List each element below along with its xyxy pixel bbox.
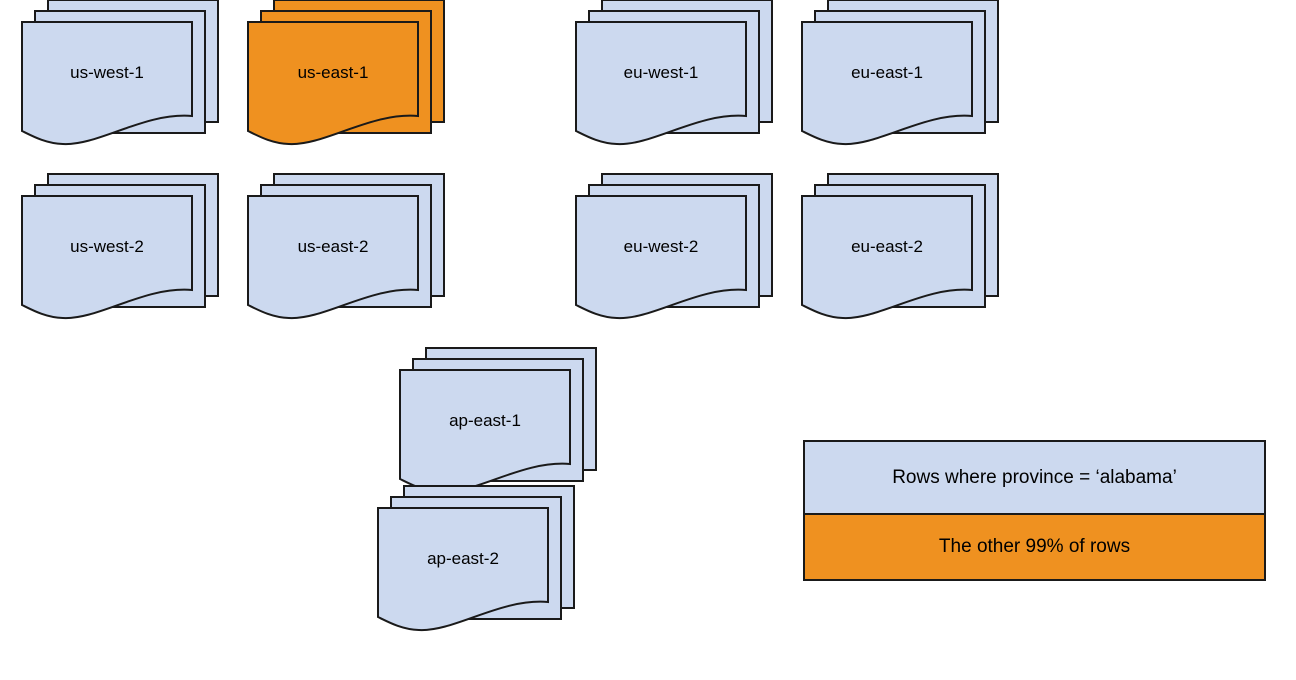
document-sheet-front <box>801 195 973 320</box>
stack-graphic-eu-west-2 <box>575 173 773 320</box>
stack-graphic-eu-east-2 <box>801 173 999 320</box>
document-sheet-front <box>21 195 193 320</box>
stack-graphic-eu-west-1 <box>575 0 773 146</box>
document-sheet-front <box>21 21 193 146</box>
document-sheet-front <box>801 21 973 146</box>
stack-graphic-us-west-1 <box>21 0 219 146</box>
stack-graphic-us-east-2 <box>247 173 445 320</box>
data-stack-ap-east-1[interactable]: ap-east-1 <box>398 346 600 498</box>
data-stack-eu-west-1[interactable]: eu-west-1 <box>574 0 776 150</box>
document-sheet-front <box>247 21 419 146</box>
document-sheet-front <box>247 195 419 320</box>
stack-graphic-ap-east-2 <box>377 485 575 632</box>
data-stack-eu-west-2[interactable]: eu-west-2 <box>574 172 776 324</box>
data-stack-eu-east-1[interactable]: eu-east-1 <box>800 0 1002 150</box>
legend-item-legend-other-rows: The other 99% of rows <box>805 515 1264 579</box>
stack-graphic-us-west-2 <box>21 173 219 320</box>
stack-graphic-us-east-1 <box>247 0 445 146</box>
stack-graphic-ap-east-1 <box>399 347 597 494</box>
legend-item-label: The other 99% of rows <box>938 536 1131 557</box>
legend-item-label: Rows where province = ‘alabama’ <box>892 466 1177 488</box>
legend-item-legend-rows-alabama: Rows where province = ‘alabama’ <box>805 442 1264 515</box>
document-sheet-front <box>575 21 747 146</box>
document-sheet-front <box>377 507 549 632</box>
data-stack-us-west-1[interactable]: us-west-1 <box>20 0 222 150</box>
document-sheet-front <box>575 195 747 320</box>
data-stack-us-east-1[interactable]: us-east-1 <box>246 0 448 150</box>
data-stack-eu-east-2[interactable]: eu-east-2 <box>800 172 1002 324</box>
stack-graphic-eu-east-1 <box>801 0 999 146</box>
data-stack-us-east-2[interactable]: us-east-2 <box>246 172 448 324</box>
legend: Rows where province = ‘alabama’ The other… <box>803 440 1266 581</box>
data-stack-ap-east-2[interactable]: ap-east-2 <box>376 484 578 636</box>
data-stack-us-west-2[interactable]: us-west-2 <box>20 172 222 324</box>
